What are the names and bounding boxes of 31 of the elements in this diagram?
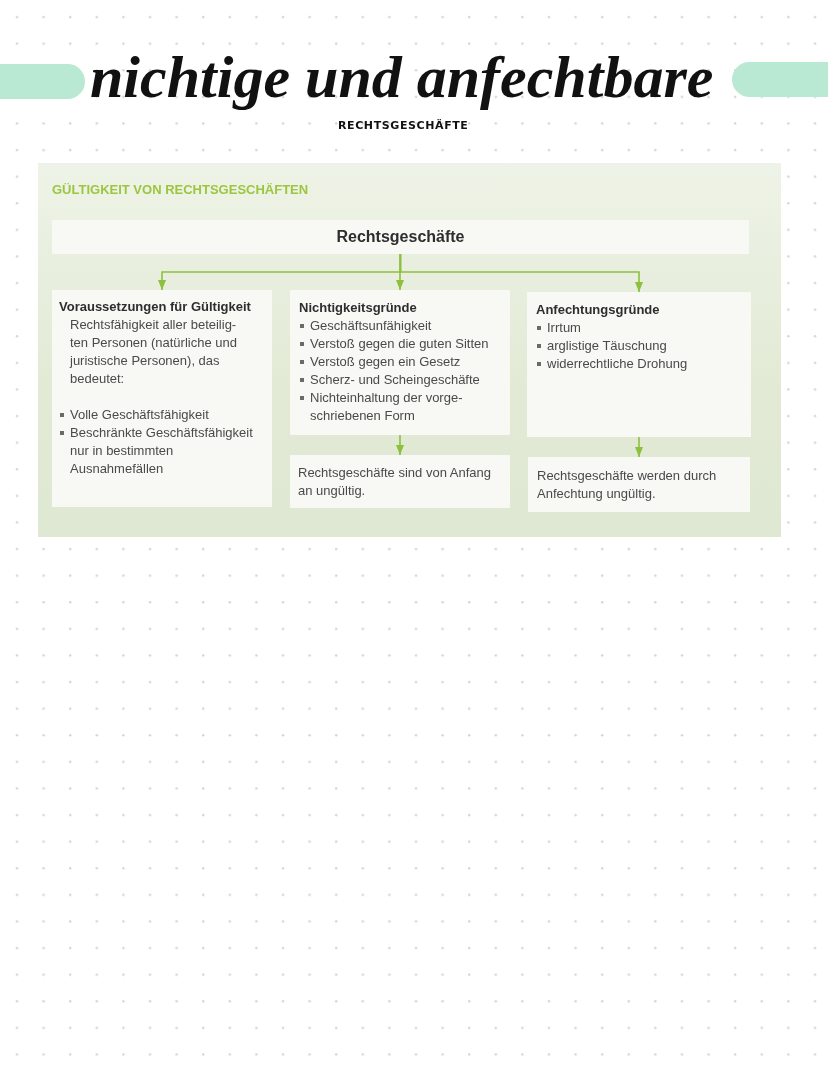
text-box	[52, 290, 272, 507]
body-text: Rechtsfähigkeit aller beteilig- ten Personen (natürliche und juristische Personen), das bedeutet:	[70, 316, 238, 388]
list-item: Irrtum	[536, 319, 747, 337]
box-heading: Anfechtungsgründe	[536, 301, 661, 319]
list-item: widerrechtliche Drohung	[536, 355, 747, 373]
arrow	[399, 253, 643, 293]
list-item: Volle Geschäftsfähigkeit	[59, 406, 268, 424]
text-box	[528, 457, 750, 512]
text-box	[52, 220, 749, 254]
arrow	[396, 434, 404, 456]
box-heading: Nichtigkeitsgründe	[299, 299, 418, 317]
text-box	[290, 290, 510, 435]
panel-heading: GÜLTIGKEIT VON RECHTSGESCHÄFTEN	[52, 181, 309, 199]
list-item: Nichteinhaltung der vorge- schriebenen Form	[299, 389, 506, 425]
list-item: arglistige Täuschung	[536, 337, 747, 355]
body-text: Rechtsgeschäfte sind von Anfang an ungültig.	[298, 464, 492, 500]
list-item: Verstoß gegen ein Gesetz	[299, 353, 506, 371]
text-box	[290, 455, 510, 508]
list-item: Beschränkte Geschäftsfähigkeit nur in bestimmten Ausnahmefällen	[59, 424, 268, 478]
list-item: Geschäftsunfähigkeit	[299, 317, 506, 335]
arrow	[396, 253, 404, 291]
title: nichtige und anfechtbare	[90, 43, 712, 112]
info-panel	[38, 163, 781, 537]
subtitle: RECHTSGESCHÄFTE	[338, 119, 469, 132]
list-item: Scherz- und Scheingeschäfte	[299, 371, 506, 389]
box-title: Rechtsgeschäfte	[335, 227, 466, 247]
box-heading: Voraussetzungen für Gültigkeit	[59, 298, 252, 316]
text-box	[527, 292, 751, 437]
list-item: Verstoß gegen die guten Sitten	[299, 335, 506, 353]
arrow	[635, 436, 643, 458]
body-text: Rechtsgeschäfte werden durch Anfechtung ungültig.	[537, 467, 718, 503]
